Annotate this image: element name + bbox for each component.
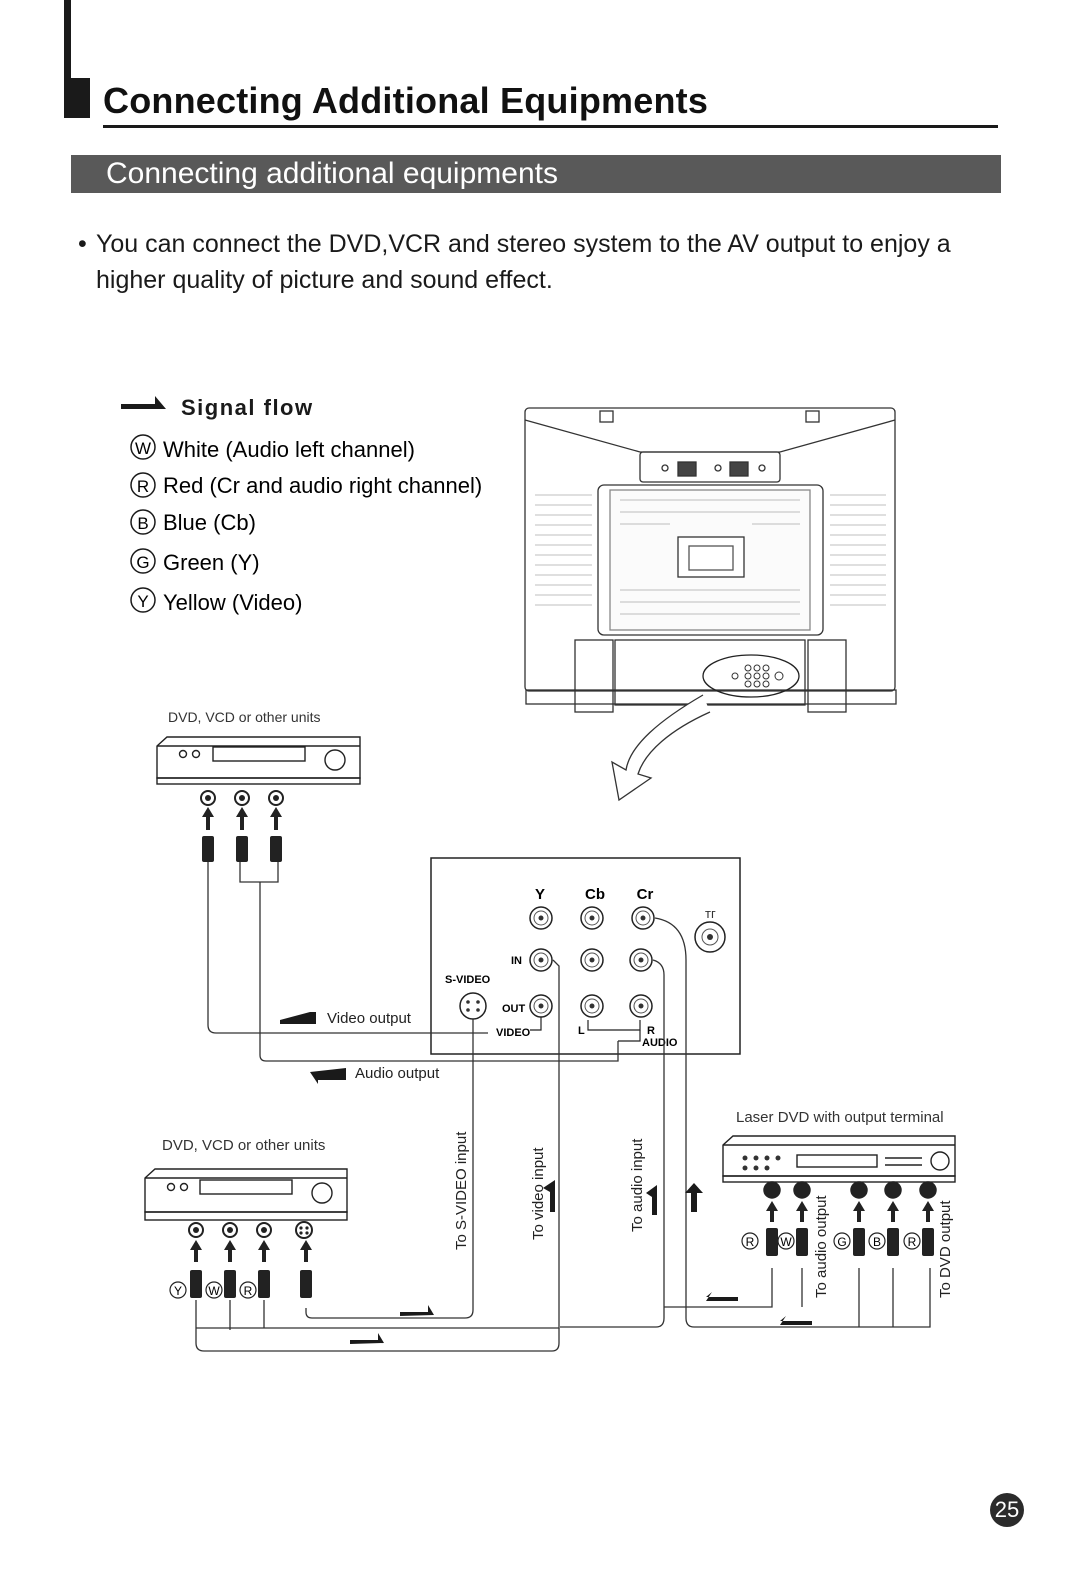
bottom-unit-label: DVD, VCD or other units [162,1137,325,1154]
cable-key: R [244,1284,253,1298]
flow-arrow-icon [706,1292,738,1301]
section-title: Connecting additional equipments [106,157,558,190]
legend-key: R [137,477,149,496]
cable-key: R [746,1235,755,1249]
legend-item-green: G Green (Y) [130,548,260,575]
panel-label-l: L [578,1025,585,1037]
flow-arrow-icon [780,1316,812,1325]
panel-label-video: VIDEO [496,1027,531,1039]
legend-key: G [136,553,149,572]
to-svideo-input-label: To S-VIDEO input [453,1131,470,1250]
antenna-symbol: ᴛᴦ [705,906,716,921]
legend-key: Y [137,592,148,611]
panel-label-in: IN [511,955,522,967]
red-key-icon [130,472,156,498]
page-title: Connecting Additional Equipments [103,80,709,121]
intro-paragraph: • You can connect the DVD,VCR and stereo… [78,226,1013,298]
video-output-label: Video output [327,1010,412,1027]
legend-key: W [135,439,151,458]
up-arrow-icon [543,1180,555,1212]
legend-label: Green (Y) [163,550,260,575]
flow-arrow-icon [350,1333,384,1344]
connection-diagram: Signal flow W White (Audio left channel)… [121,395,956,1352]
signal-flow-arrow-icon [121,396,166,409]
cable-key: B [873,1235,881,1249]
to-video-input-label: To video input [530,1147,547,1240]
to-dvd-output-label: To DVD output [937,1200,954,1298]
white-key-icon [130,434,156,460]
legend-label: Red (Cr and audio right channel) [163,473,482,498]
cable-key: W [780,1235,792,1249]
top-dvd-unit: DVD, VCD or other units [156,709,361,862]
intro-text: You can connect the DVD,VCR and stereo s… [96,230,951,294]
laser-dvd-unit: Laser DVD with output terminal [722,1109,956,1256]
to-audio-output-label: To audio output [813,1195,830,1298]
signal-flow-arrows [280,1012,812,1344]
legend-item-white: W White (Audio left channel) [130,434,415,462]
laser-dvd-label: Laser DVD with output terminal [736,1109,944,1126]
legend-heading: Signal flow [181,395,314,420]
panel-label-audio: AUDIO [642,1037,678,1049]
bullet-glyph: • [78,230,87,258]
audio-output-arrow-icon [310,1068,346,1084]
up-arrow-icon [646,1185,657,1215]
panel-label-y: Y [535,886,545,903]
panel-label-cb: Cb [585,886,605,903]
title-underline [103,125,998,128]
tv-rear-illustration [524,407,897,802]
section-header-bar [71,155,1001,193]
signal-flow-legend: Signal flow W White (Audio left channel)… [121,395,482,615]
cable-key: Y [174,1284,182,1298]
cable-key: R [908,1235,917,1249]
to-audio-input-label: To audio input [629,1138,646,1232]
legend-label: Blue (Cb) [163,510,256,535]
panel-label-svideo: S-VIDEO [445,974,491,986]
video-output-arrow-icon [280,1012,316,1024]
legend-label: Yellow (Video) [163,590,302,615]
legend-item-blue: B Blue (Cb) [130,509,256,535]
panel-label-cr: Cr [637,886,654,903]
connection-cables [195,862,931,1352]
legend-item-yellow: Y Yellow (Video) [130,587,302,615]
enlarge-arrow-icon [611,694,711,802]
legend-item-red: R Red (Cr and audio right channel) [130,472,482,498]
legend-label: White (Audio left channel) [163,437,415,462]
top-unit-label: DVD, VCD or other units [168,709,321,725]
cable-key: W [208,1284,220,1298]
flow-arrow-icon [400,1305,434,1316]
audio-output-label: Audio output [355,1065,440,1082]
blue-key-icon [130,509,156,535]
cable-key: G [837,1235,846,1249]
up-arrow-icon [685,1183,703,1212]
panel-label-out: OUT [502,1003,526,1015]
yellow-key-icon [130,587,156,613]
left-margin-rule [64,0,71,118]
page-number: 25 [990,1493,1024,1527]
title-marker-block [64,78,90,118]
green-key-icon [130,548,156,574]
legend-key: B [137,514,148,533]
bottom-dvd-unit: DVD, VCD or other units [144,1137,348,1299]
tv-av-panel: Y Cb Cr IN S-VIDEO OUT VIDEO L R AUDIO ᴛ… [430,857,741,1055]
panel-label-r: R [647,1025,655,1037]
